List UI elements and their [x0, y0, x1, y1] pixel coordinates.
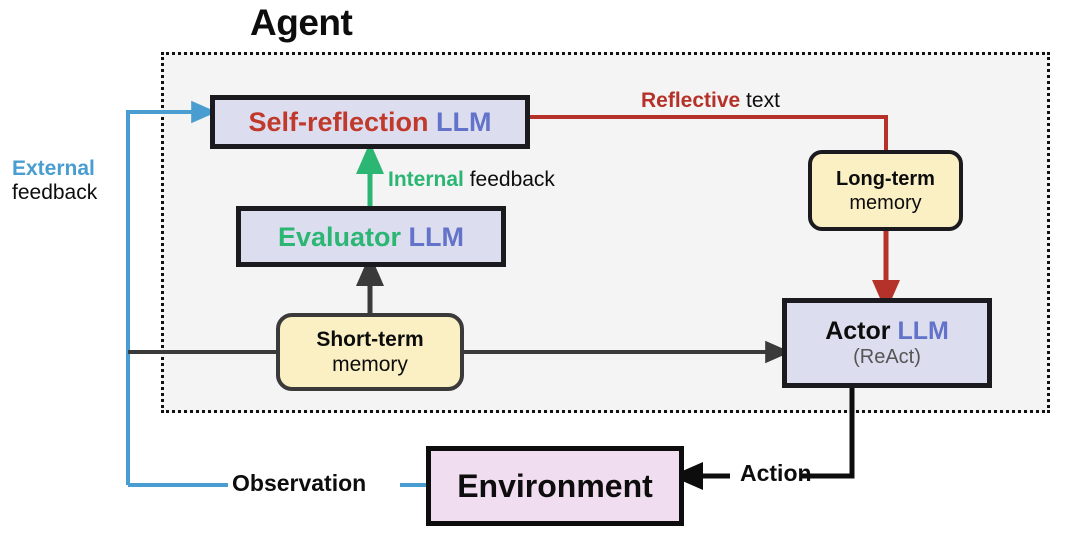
node-short-term-memory[interactable]: Short-term memory [276, 313, 464, 391]
node-actor-llm[interactable]: Actor LLM (ReAct) [782, 298, 992, 388]
node-self-reflection-text: Self-reflection LLM [248, 107, 492, 137]
node-environment[interactable]: Environment [426, 446, 684, 526]
node-actor-title: Actor LLM [825, 317, 949, 345]
edge-label-observation: Observation [232, 470, 367, 496]
node-self-reflection-llm[interactable]: Self-reflection LLM [210, 95, 530, 149]
edge-label-internal-feedback: Internal feedback [388, 168, 555, 191]
node-long-term-line2: memory [849, 191, 922, 214]
node-short-term-line1: Short-term [316, 328, 424, 351]
node-environment-label: Environment [457, 468, 653, 504]
edge-label-action: Action [740, 460, 812, 486]
edge-label-reflective-text: Reflective text [641, 89, 780, 112]
node-actor-subtitle: (ReAct) [853, 346, 921, 368]
node-long-term-memory[interactable]: Long-term memory [808, 150, 963, 231]
edge-label-external-feedback: External feedback [12, 157, 98, 204]
node-evaluator-llm[interactable]: Evaluator LLM [236, 206, 506, 267]
agent-title: Agent [250, 2, 353, 43]
node-short-term-line2: memory [332, 353, 408, 376]
node-evaluator-text: Evaluator LLM [277, 221, 465, 252]
node-long-term-line1: Long-term [836, 167, 935, 190]
